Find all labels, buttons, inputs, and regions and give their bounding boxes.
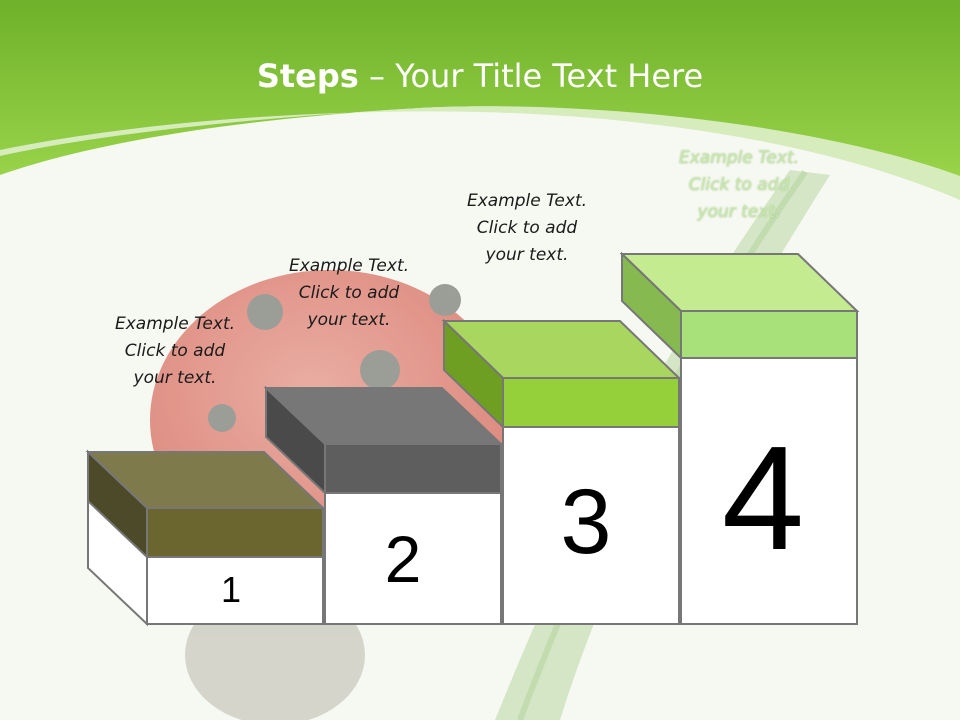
step-4-caption[interactable]: Example Text. Click to add your text. — [659, 145, 819, 226]
caption-line: Click to add — [298, 283, 400, 303]
caption-line: Click to add — [688, 175, 790, 195]
step-3-block — [441, 318, 682, 625]
caption-line: Click to add — [476, 218, 578, 238]
caption-line: your text. — [485, 245, 569, 265]
caption-line: Click to add — [124, 341, 226, 361]
caption-line: Example Text. — [288, 256, 410, 276]
caption-line: your text. — [133, 368, 217, 388]
caption-line: Example Text. — [466, 191, 588, 211]
caption-line: Example Text. — [114, 314, 236, 334]
slide-title: Steps – Your Title Text Here — [0, 52, 960, 100]
step-1-caption[interactable]: Example Text. Click to add your text. — [95, 311, 255, 392]
step-3-caption[interactable]: Example Text. Click to add your text. — [447, 188, 607, 269]
header-band — [0, 0, 960, 200]
caption-line: your text. — [697, 202, 781, 222]
title-bold: Steps — [256, 57, 359, 95]
step-3-number: 3 — [560, 471, 612, 573]
title-rest: – Your Title Text Here — [358, 57, 704, 95]
step-2-number: 2 — [384, 522, 422, 596]
caption-line: your text. — [307, 310, 391, 330]
step-2-caption[interactable]: Example Text. Click to add your text. — [269, 253, 429, 334]
step-1-block — [85, 449, 326, 627]
step-2-block — [263, 385, 504, 625]
step-4-block — [619, 251, 860, 625]
step-1-number: 1 — [220, 569, 242, 610]
step-4-number: 4 — [721, 416, 805, 581]
caption-line: Example Text. — [678, 148, 800, 168]
